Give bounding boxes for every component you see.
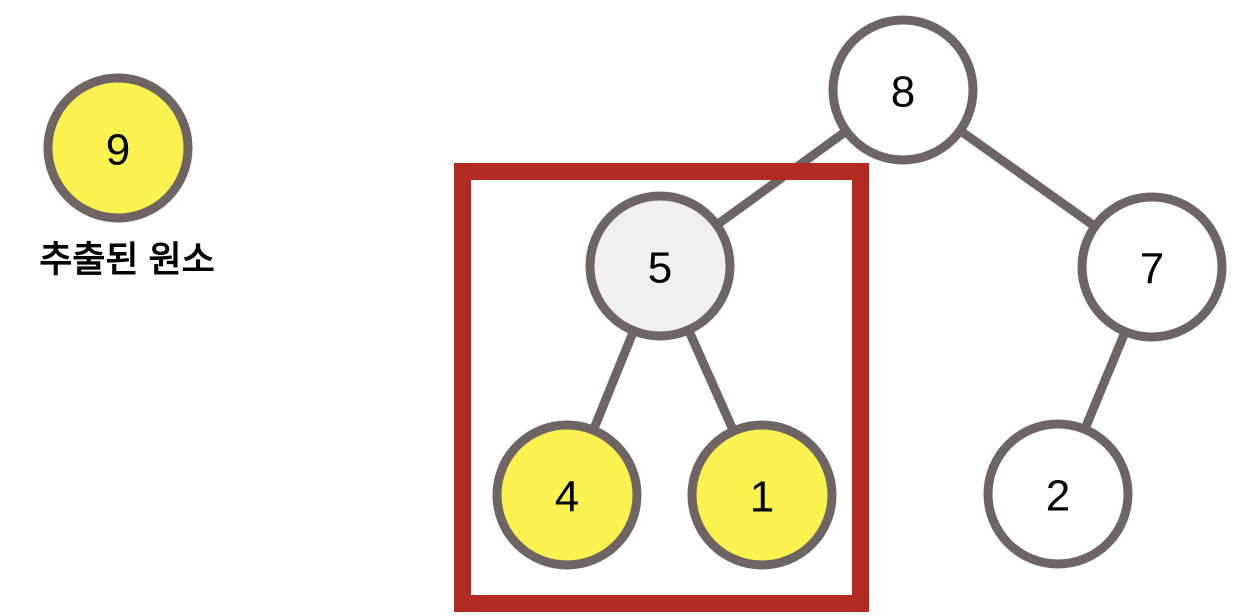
node-5-circle[interactable]: [585, 191, 735, 341]
node-4-circle[interactable]: [492, 420, 642, 570]
node-2-circle[interactable]: [983, 419, 1133, 569]
node-1-circle[interactable]: [687, 420, 837, 570]
node-8-label: 8: [891, 68, 915, 117]
extracted-caption: 추출된 원소: [39, 239, 215, 280]
node-5[interactable]: 5: [585, 191, 735, 341]
node-1-label: 1: [750, 473, 774, 522]
node-8-circle[interactable]: [828, 15, 978, 165]
node-1[interactable]: 1: [687, 420, 837, 570]
node-7[interactable]: 7: [1077, 192, 1227, 342]
node-5-label: 5: [648, 244, 672, 293]
extracted-node-label: 9: [106, 126, 130, 175]
extracted-node-circle[interactable]: [43, 73, 193, 223]
subtree-highlight-rect: [454, 163, 869, 612]
node-8[interactable]: 8: [828, 15, 978, 165]
node-7-label: 7: [1140, 245, 1164, 294]
node-7-circle[interactable]: [1077, 192, 1227, 342]
node-4-label: 4: [555, 473, 579, 522]
extracted-node[interactable]: 9: [43, 73, 193, 223]
node-2-label: 2: [1046, 472, 1070, 521]
node-2[interactable]: 2: [983, 419, 1133, 569]
node-4[interactable]: 4: [492, 420, 642, 570]
